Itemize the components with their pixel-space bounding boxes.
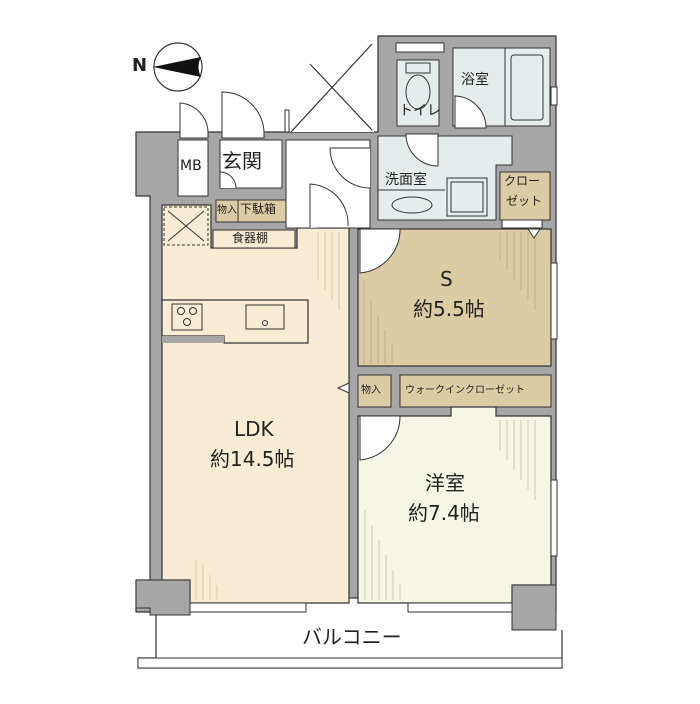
closet-label-line2: ゼット (506, 194, 543, 208)
western-room-size: 約7.4帖 (408, 501, 480, 525)
mb-label: MB (180, 158, 202, 174)
compass-north-label: N (132, 55, 148, 76)
bath-label: 浴室 (461, 72, 489, 88)
s-room-size: 約5.5帖 (413, 297, 485, 321)
entrance-label: 玄関 (222, 149, 262, 173)
storage-entry-label: 物入 (217, 205, 237, 216)
shoe-box-label: 下駄箱 (240, 202, 277, 216)
cupboard-label: 食器棚 (232, 231, 269, 245)
storage-mid-label: 物入 (361, 385, 381, 396)
ldk-name: LDK (234, 417, 274, 441)
ldk-size: 約14.5帖 (210, 447, 295, 471)
closet-label-line1: クロー (504, 174, 541, 188)
western-room-name: 洋室 (425, 471, 465, 495)
toilet-label: トイレ (399, 103, 441, 119)
walk-in-closet-label: ウォークインクローゼット (405, 385, 525, 396)
ldk-floor (161, 204, 350, 604)
s-room-name: S (440, 267, 453, 291)
compass-icon (153, 42, 203, 92)
balcony-label: バルコニー (302, 625, 402, 649)
washroom-label: 洗面室 (385, 172, 427, 188)
